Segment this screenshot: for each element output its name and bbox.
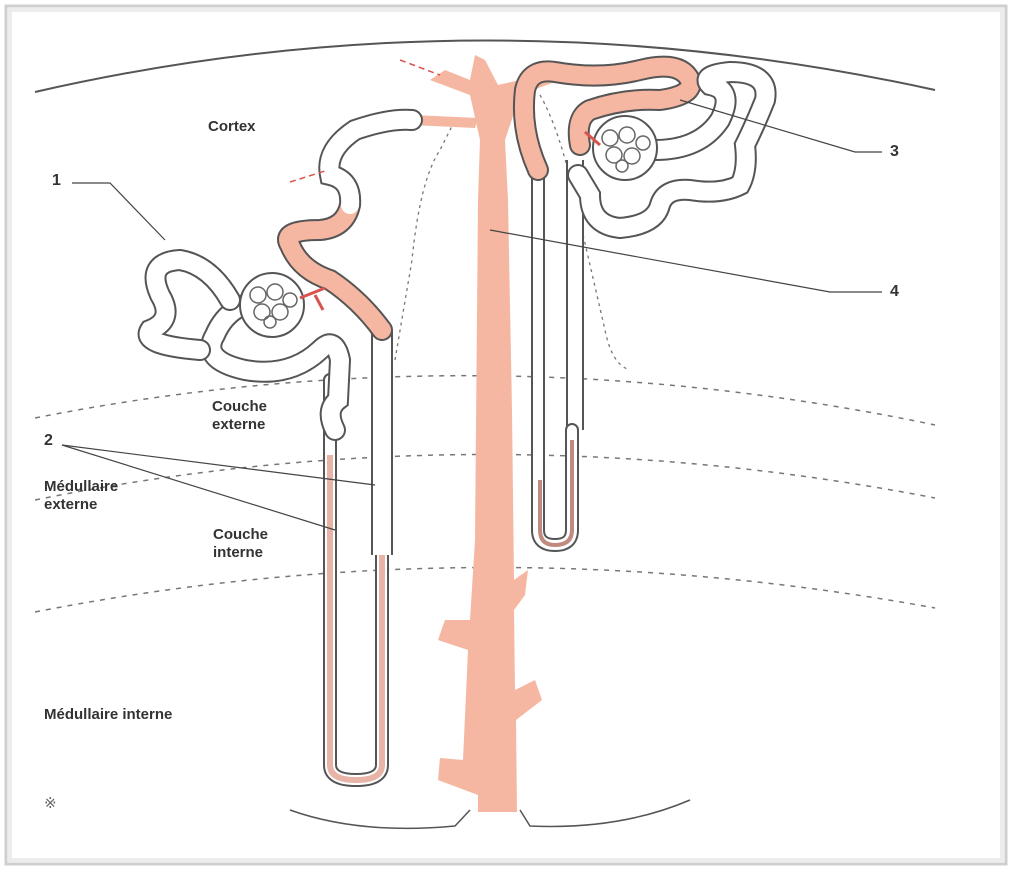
label-couche-interne: Couche interne: [213, 526, 268, 562]
label-number-1: 1: [52, 172, 61, 190]
label-number-4: 4: [890, 283, 899, 301]
label-cortex: Cortex: [208, 118, 256, 136]
label-medullaire-externe: Médullaire externe: [44, 478, 118, 514]
label-number-3: 3: [890, 143, 899, 161]
label-medullaire-interne: Médullaire interne: [44, 706, 172, 724]
label-couche-externe: Couche externe: [212, 398, 267, 434]
corner-mark: ※: [44, 795, 57, 813]
label-number-2: 2: [44, 432, 53, 450]
